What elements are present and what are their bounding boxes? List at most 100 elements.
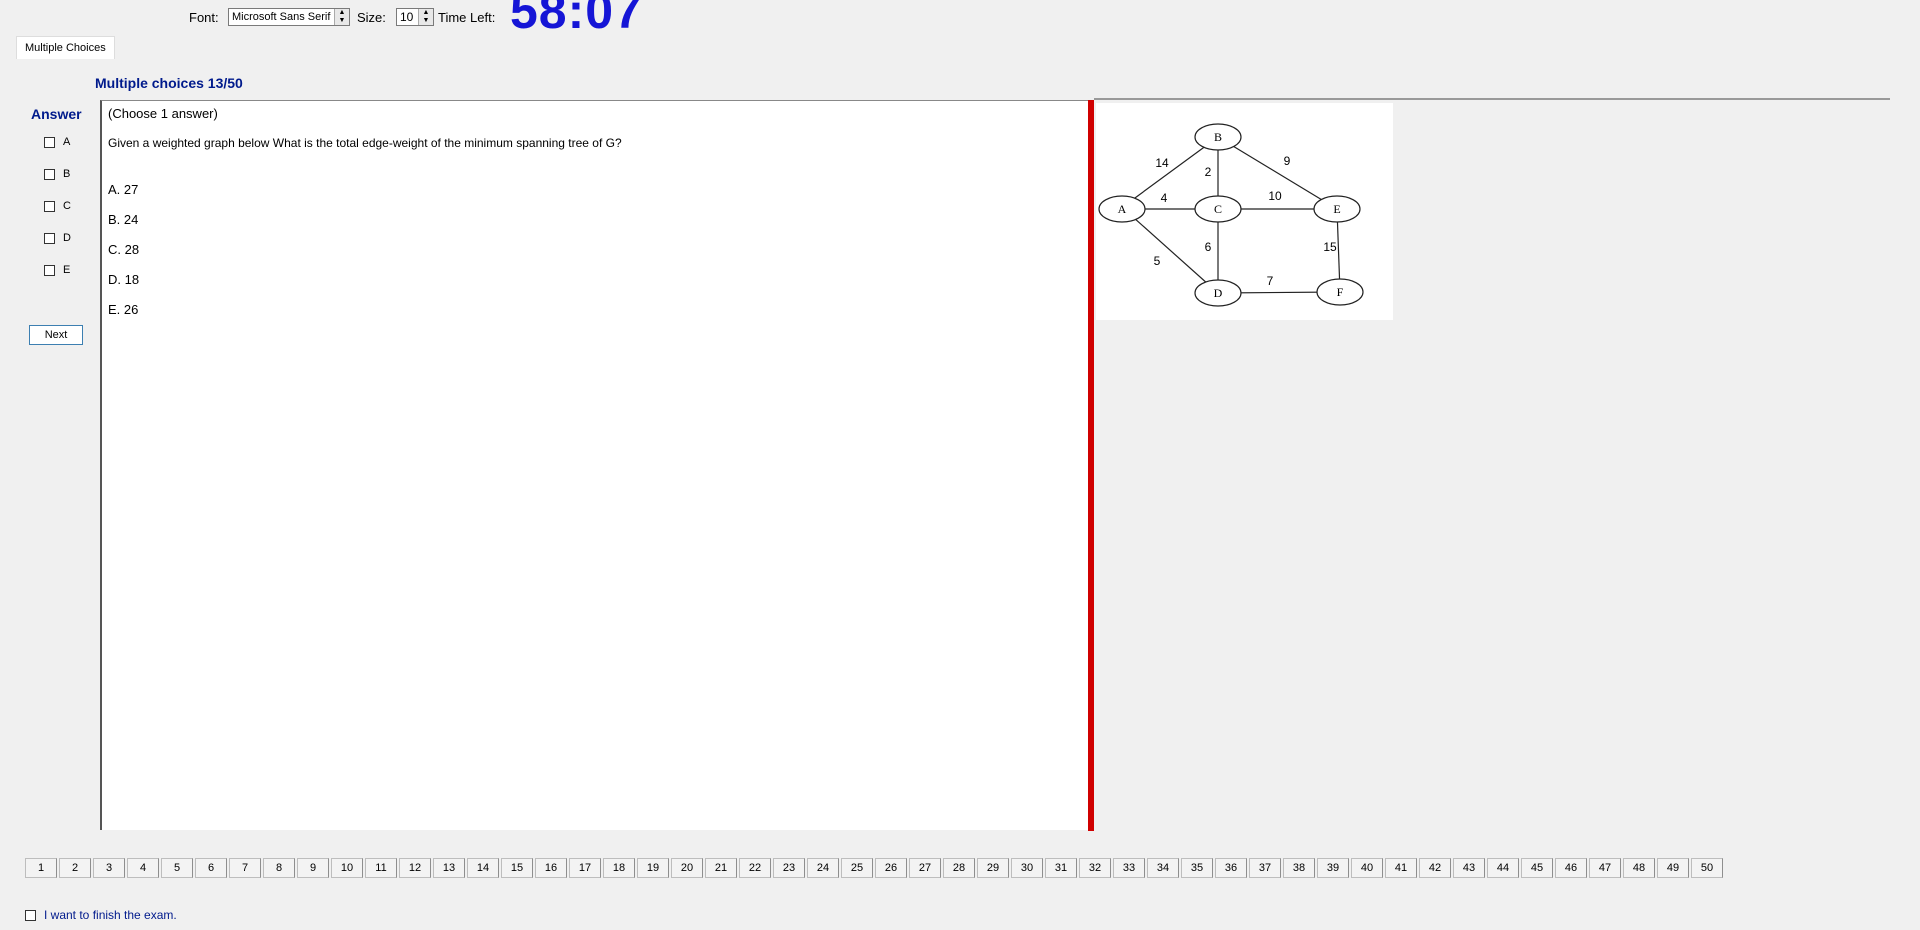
page-button-45[interactable]: 45 <box>1521 858 1553 878</box>
page-button-34[interactable]: 34 <box>1147 858 1179 878</box>
checkbox-e[interactable] <box>44 264 55 276</box>
node-b <box>1194 123 1242 151</box>
page-button-24[interactable]: 24 <box>807 858 839 878</box>
page-button-18[interactable]: 18 <box>603 858 635 878</box>
page-button-35[interactable]: 35 <box>1181 858 1213 878</box>
page-button-50[interactable]: 50 <box>1691 858 1723 878</box>
page-button-23[interactable]: 23 <box>773 858 805 878</box>
weighted-graph: B A C E D F 14 2 9 4 10 5 6 15 7 <box>1098 123 1364 307</box>
page-button-22[interactable]: 22 <box>739 858 771 878</box>
page-button-30[interactable]: 30 <box>1011 858 1043 878</box>
page-button-11[interactable]: 11 <box>365 858 397 878</box>
page-button-33[interactable]: 33 <box>1113 858 1145 878</box>
page-button-49[interactable]: 49 <box>1657 858 1689 878</box>
checkbox-d[interactable] <box>44 232 55 244</box>
page-button-41[interactable]: 41 <box>1385 858 1417 878</box>
page-button-38[interactable]: 38 <box>1283 858 1315 878</box>
edge-b-e <box>1217 136 1338 210</box>
answer-option-e[interactable]: E <box>44 264 70 276</box>
edge-weight: 7 <box>1267 274 1274 288</box>
page-button-31[interactable]: 31 <box>1045 858 1077 878</box>
page-button-36[interactable]: 36 <box>1215 858 1247 878</box>
page-button-25[interactable]: 25 <box>841 858 873 878</box>
page-button-3[interactable]: 3 <box>93 858 125 878</box>
size-stepper[interactable]: 10 ▲▼ <box>396 8 434 26</box>
next-button[interactable]: Next <box>29 325 83 345</box>
node-f <box>1316 278 1364 306</box>
page-button-8[interactable]: 8 <box>263 858 295 878</box>
page-button-29[interactable]: 29 <box>977 858 1009 878</box>
font-label: Font: <box>189 10 219 25</box>
page-button-21[interactable]: 21 <box>705 858 737 878</box>
page-button-42[interactable]: 42 <box>1419 858 1451 878</box>
font-spinner-icon[interactable]: ▲▼ <box>334 9 349 25</box>
page-button-19[interactable]: 19 <box>637 858 669 878</box>
page-button-26[interactable]: 26 <box>875 858 907 878</box>
answer-option-label: A <box>63 136 71 148</box>
answer-option-a[interactable]: A <box>44 136 70 148</box>
page-button-7[interactable]: 7 <box>229 858 261 878</box>
edge-a-b <box>1123 136 1219 207</box>
page-button-27[interactable]: 27 <box>909 858 941 878</box>
page-button-16[interactable]: 16 <box>535 858 567 878</box>
size-label: Size: <box>357 10 386 25</box>
finish-exam-checkbox[interactable] <box>25 909 36 921</box>
page-button-6[interactable]: 6 <box>195 858 227 878</box>
page-button-10[interactable]: 10 <box>331 858 363 878</box>
size-spinner-icon[interactable]: ▲▼ <box>418 9 433 25</box>
page-button-2[interactable]: 2 <box>59 858 91 878</box>
size-value: 10 <box>400 10 414 24</box>
page-button-13[interactable]: 13 <box>433 858 465 878</box>
page-button-9[interactable]: 9 <box>297 858 329 878</box>
edge-weight: 6 <box>1205 240 1212 254</box>
checkbox-c[interactable] <box>44 200 55 212</box>
page-button-20[interactable]: 20 <box>671 858 703 878</box>
finish-exam-option[interactable]: I want to finish the exam. <box>25 908 177 922</box>
node-a <box>1098 195 1146 223</box>
page-button-1[interactable]: 1 <box>25 858 57 878</box>
page-button-15[interactable]: 15 <box>501 858 533 878</box>
tab-multiple-choices[interactable]: Multiple Choices <box>16 36 115 59</box>
edge-weight: 10 <box>1268 189 1282 203</box>
node-e <box>1313 195 1361 223</box>
page-button-12[interactable]: 12 <box>399 858 431 878</box>
edge-a-d <box>1123 208 1219 294</box>
node-label: C <box>1214 202 1222 216</box>
node-label: F <box>1337 285 1344 299</box>
page-button-5[interactable]: 5 <box>161 858 193 878</box>
time-left-label: Time Left: <box>438 10 496 25</box>
checkbox-b[interactable] <box>44 168 55 180</box>
checkbox-a[interactable] <box>44 136 55 148</box>
timer: 58:07 <box>510 0 643 39</box>
page-button-4[interactable]: 4 <box>127 858 159 878</box>
question-instruction: (Choose 1 answer) <box>108 106 218 121</box>
page-button-28[interactable]: 28 <box>943 858 975 878</box>
choice-e: E. 26 <box>108 302 139 317</box>
choice-c: C. 28 <box>108 242 140 257</box>
node-d <box>1194 279 1242 307</box>
page-button-44[interactable]: 44 <box>1487 858 1519 878</box>
page-button-37[interactable]: 37 <box>1249 858 1281 878</box>
answer-option-b[interactable]: B <box>44 168 70 180</box>
page-button-14[interactable]: 14 <box>467 858 499 878</box>
page-button-32[interactable]: 32 <box>1079 858 1111 878</box>
edge-weight: 9 <box>1284 154 1291 168</box>
answer-option-c[interactable]: C <box>44 200 71 212</box>
font-select[interactable]: Microsoft Sans Serif ▲▼ <box>228 8 350 26</box>
answer-option-label: B <box>63 168 71 180</box>
page-button-17[interactable]: 17 <box>569 858 601 878</box>
page-button-43[interactable]: 43 <box>1453 858 1485 878</box>
answer-title: Answer <box>31 106 82 122</box>
page-button-47[interactable]: 47 <box>1589 858 1621 878</box>
answer-option-label: C <box>63 200 71 212</box>
page-button-48[interactable]: 48 <box>1623 858 1655 878</box>
splitter-bar[interactable] <box>1088 100 1094 831</box>
answer-option-d[interactable]: D <box>44 232 71 244</box>
edge-weight: 2 <box>1205 165 1212 179</box>
answer-option-label: E <box>63 264 71 276</box>
page-button-39[interactable]: 39 <box>1317 858 1349 878</box>
page-button-46[interactable]: 46 <box>1555 858 1587 878</box>
page-button-40[interactable]: 40 <box>1351 858 1383 878</box>
edge-e-f <box>1336 208 1341 293</box>
divider <box>1094 98 1890 100</box>
